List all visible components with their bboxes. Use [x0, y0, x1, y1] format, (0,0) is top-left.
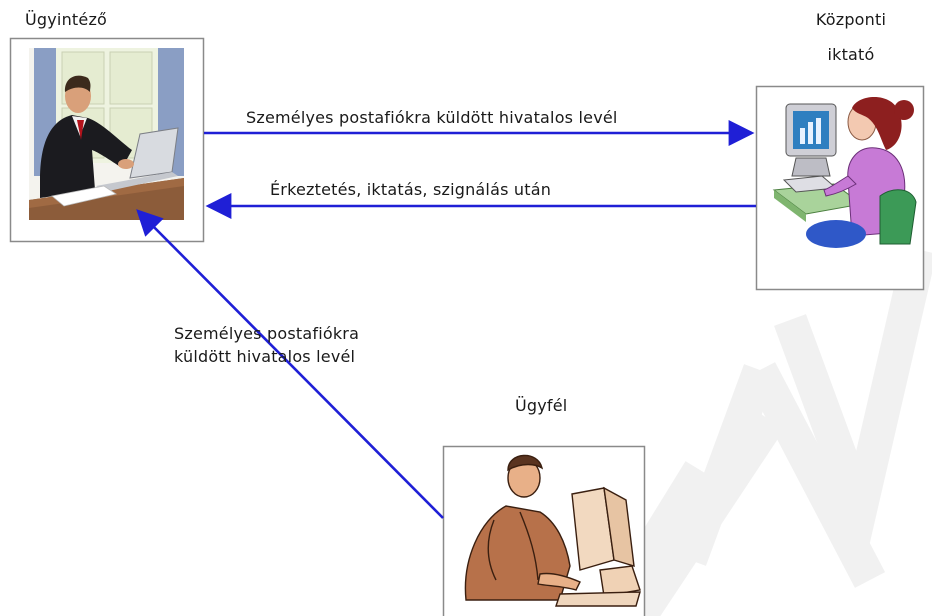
ugyfel-label: Ügyfél — [515, 395, 567, 417]
kozponti-label-line1: Központi — [796, 9, 906, 31]
middle-arrow-label: Érkeztetés, iktatás, szignálás után — [270, 179, 551, 201]
watermark — [610, 250, 920, 616]
diagonal-arrow-label-line1: Személyes postafiókra — [174, 323, 359, 345]
top-arrow-label: Személyes postafiókra küldött hivatalos … — [246, 107, 618, 129]
ugyintezo-box — [11, 39, 204, 242]
ugyfel-box — [444, 447, 645, 616]
kozponti-label-line2: iktató — [796, 44, 906, 66]
kozponti-iktato-box — [757, 87, 924, 290]
diagonal-arrow-label-line2: küldött hivatalos levél — [174, 346, 355, 368]
ugyintezo-label: Ügyintéző — [25, 9, 107, 31]
businessman-at-laptop-icon — [29, 48, 184, 220]
